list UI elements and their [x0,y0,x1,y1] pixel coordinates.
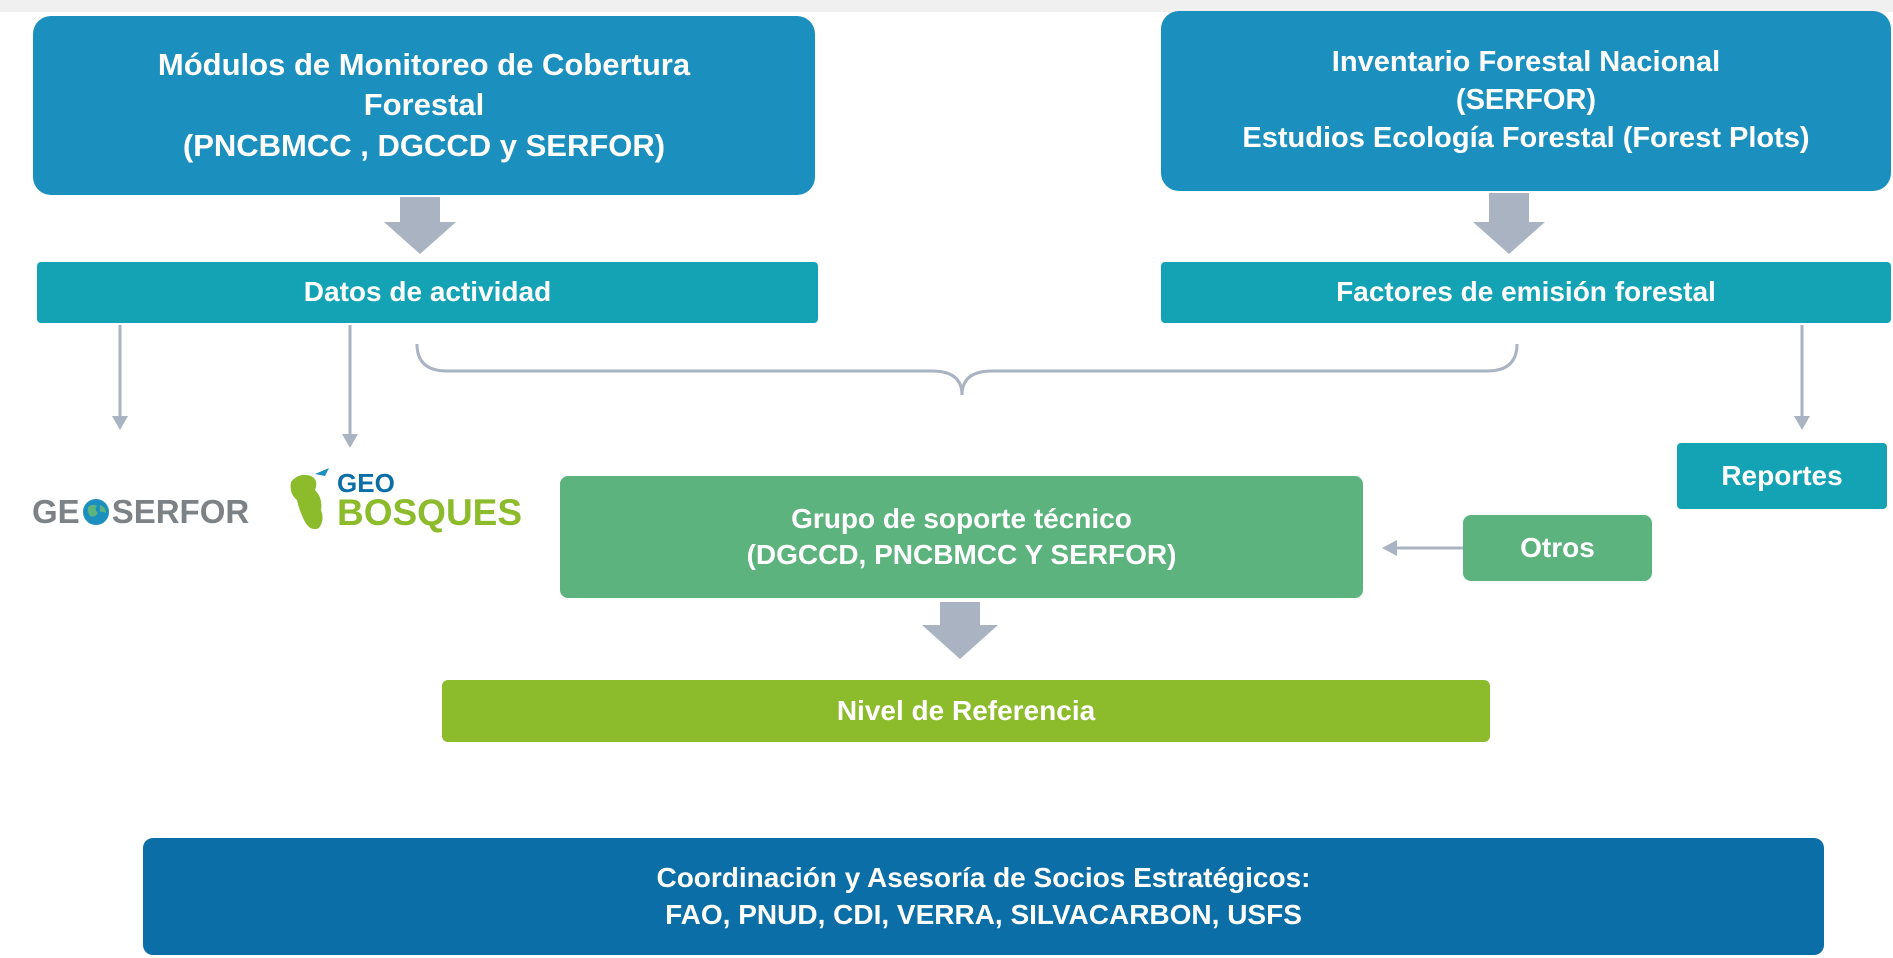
arrow-inventario-to-factores [1473,193,1545,254]
grupo-soporte-line2: (DGCCD, PNCBMCC Y SERFOR) [746,539,1177,570]
grupo-soporte-box: Grupo de soporte técnico (DGCCD, PNCBMCC… [560,476,1363,598]
nivel-referencia-label: Nivel de Referencia [836,694,1096,726]
top-band [0,0,1893,12]
geobosques-text-b: BOSQUES [337,492,523,534]
modulos-line1: Módulos de Monitoreo de Cobertura [157,47,691,83]
factores-emision-label: Factores de emisión forestal [1336,276,1716,308]
inventario-line2: (SERFOR) [1455,84,1597,117]
coordinacion-line2: FAO, PNUD, CDI, VERRA, SILVACARBON, USFS [665,898,1302,930]
reportes-box: Reportes [1677,443,1887,509]
peru-map-icon [290,467,329,529]
modulos-line2: Forestal [363,87,485,123]
inventario-line1: Inventario Forestal Nacional [1331,46,1721,79]
coordinacion-line1: Coordinación y Asesoría de Socios Estrat… [656,862,1311,894]
datos-actividad-box: Datos de actividad [37,262,818,323]
modulos-line3: (PNCBMCC , DGCCD y SERFOR) [182,127,666,163]
otros-label: Otros [1520,531,1595,563]
geobosques-text-a: GEO [337,467,395,498]
geoserfor-text-b: SERFOR [111,493,250,530]
inventario-line3: Estudios Ecología Forestal (Forest Plots… [1242,121,1810,154]
datos-actividad-label: Datos de actividad [303,276,552,308]
nivel-referencia-box: Nivel de Referencia [442,680,1490,742]
geobosques-logo: GEO BOSQUES [285,463,522,538]
reportes-label: Reportes [1721,459,1843,491]
geoserfor-text-a: GE [32,493,80,530]
inventario-forestal-box: Inventario Forestal Nacional (SERFOR) Es… [1161,11,1891,191]
arrow-grupo-to-nivel [922,602,998,659]
otros-box: Otros [1463,515,1652,581]
arrow-modulos-to-datos [384,197,456,254]
grupo-soporte-line1: Grupo de soporte técnico [791,502,1132,534]
modulos-monitoreo-box: Módulos de Monitoreo de Cobertura Forest… [33,16,815,195]
globe-icon [82,499,109,525]
coordinacion-box: Coordinación y Asesoría de Socios Estrat… [143,838,1824,955]
brace [415,343,1519,396]
geoserfor-logo: GE SERFOR [32,487,249,537]
factores-emision-box: Factores de emisión forestal [1161,262,1891,323]
